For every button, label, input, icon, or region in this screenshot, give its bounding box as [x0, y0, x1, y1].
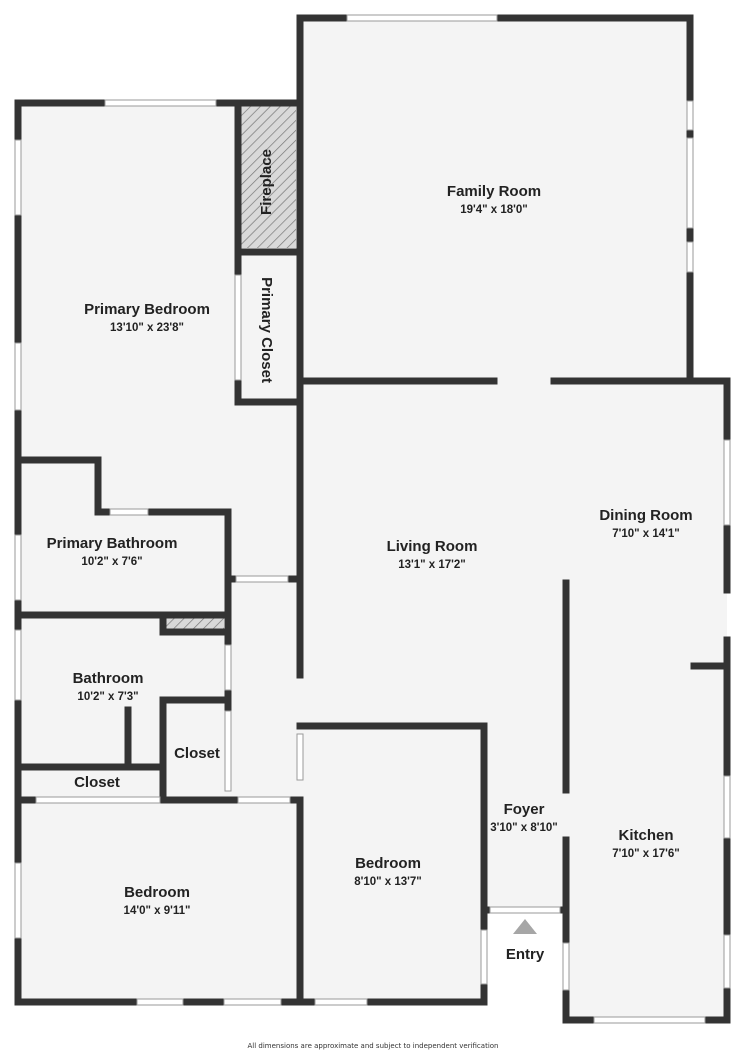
primary-bathroom-dims: 10'2" x 7'6" [81, 556, 142, 568]
disclaimer-footnote: All dimensions are approximate and subje… [248, 1042, 499, 1050]
doorway [234, 274, 242, 381]
window [14, 629, 22, 701]
primary-bedroom-dims: 13'10" x 23'8" [110, 322, 184, 334]
doorway [224, 644, 232, 691]
dining-room-dims: 7'10" x 14'1" [612, 528, 680, 540]
floor-areas [18, 18, 727, 1020]
primary-bedroom-name: Primary Bedroom [84, 301, 210, 318]
closet-hall-label: Closet [174, 745, 220, 762]
window [14, 139, 22, 216]
kitchen-name: Kitchen [618, 827, 673, 844]
window [14, 534, 22, 601]
closet-bath-label: Closet [74, 774, 120, 791]
doorway [237, 796, 291, 804]
foyer-floor [484, 726, 566, 910]
family-room-name: Family Room [447, 183, 541, 200]
window [686, 137, 694, 229]
fireplace-label: Fireplace [258, 149, 275, 215]
window [593, 1016, 706, 1024]
walls [14, 14, 731, 1024]
living-room-name: Living Room [387, 538, 478, 555]
bedroom-left-name: Bedroom [124, 884, 190, 901]
doorway [489, 906, 561, 914]
living-dining-floor [300, 381, 727, 726]
bedroom-left-floor [18, 800, 300, 1002]
window [104, 99, 217, 107]
doorway [296, 733, 304, 781]
living-room-dims: 13'1" x 17'2" [398, 559, 466, 571]
windows [14, 14, 731, 1024]
entry-label: Entry [506, 946, 545, 963]
window [346, 14, 498, 22]
kitchen-floor [566, 726, 727, 1020]
bedroom-middle-dims: 8'10" x 13'7" [354, 876, 422, 888]
window [562, 942, 570, 991]
bedroom-middle-name: Bedroom [355, 855, 421, 872]
doorway [35, 796, 161, 804]
family-room-floor [300, 18, 690, 381]
window [314, 998, 368, 1006]
window [480, 929, 488, 985]
bathroom-dims: 10'2" x 7'3" [77, 691, 138, 703]
doorway [109, 508, 149, 516]
window [136, 998, 184, 1006]
bath-hatch [166, 618, 224, 629]
family-room-dims: 19'4" x 18'0" [460, 204, 528, 216]
primary-bathroom-floor [18, 460, 228, 615]
doorway [224, 710, 232, 792]
window [686, 100, 694, 131]
foyer-name: Foyer [504, 801, 545, 818]
entry-arrow-icon [513, 919, 537, 934]
window [723, 934, 731, 989]
doorway [235, 575, 289, 583]
hall-floor [228, 460, 300, 800]
window [686, 241, 694, 273]
window [14, 342, 22, 411]
window [723, 775, 731, 839]
bathroom-name: Bathroom [73, 670, 144, 687]
room-labels: Family Room 19'4" x 18'0" Primary Bedroo… [47, 149, 693, 963]
bedroom-middle-floor [300, 726, 484, 1002]
fireplace-hatch [238, 103, 296, 248]
bathroom-floor [18, 615, 228, 800]
window [223, 998, 282, 1006]
foyer-dims: 3'10" x 8'10" [490, 822, 558, 834]
kitchen-dims: 7'10" x 17'6" [612, 848, 680, 860]
window [723, 439, 731, 526]
primary-bathroom-name: Primary Bathroom [47, 535, 178, 552]
window [14, 862, 22, 939]
primary-closet-label: Primary Closet [258, 277, 275, 383]
bedroom-left-dims: 14'0" x 9'11" [124, 905, 191, 917]
dining-room-name: Dining Room [599, 507, 692, 524]
